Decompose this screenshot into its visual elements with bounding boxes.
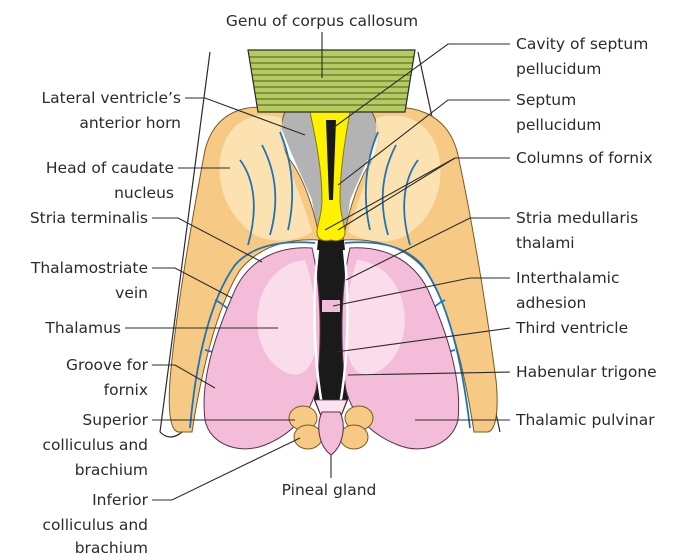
label-thalamostriate-1: Thalamostriate xyxy=(30,259,148,277)
label-thalamostriate-2: vein xyxy=(115,284,148,302)
label-head-caudate-2: nucleus xyxy=(114,184,174,202)
label-genu: Genu of corpus callosum xyxy=(226,12,418,30)
label-interthalamic-2: adhesion xyxy=(516,294,586,312)
label-superior-colliculus-3: brachium xyxy=(75,461,148,479)
label-thalamus: Thalamus xyxy=(44,319,121,337)
label-inferior-colliculus-3: brachium xyxy=(75,539,148,556)
label-cavity-septum-1: Cavity of septum xyxy=(516,35,648,53)
label-superior-colliculus-2: colliculus and xyxy=(42,436,148,454)
label-columns-fornix: Columns of fornix xyxy=(516,149,653,167)
pineal-gland xyxy=(319,412,343,455)
label-stria-terminalis: Stria terminalis xyxy=(30,209,148,227)
label-superior-colliculus-1: Superior xyxy=(82,411,148,429)
label-stria-medullaris-2: thalami xyxy=(516,234,575,252)
label-lateral-ventricle-1: Lateral ventricle’s xyxy=(41,89,181,107)
label-stria-medullaris-1: Stria medullaris xyxy=(516,209,638,227)
label-lateral-ventricle-2: anterior horn xyxy=(79,114,181,132)
label-third-ventricle: Third ventricle xyxy=(515,319,628,337)
label-inferior-colliculus-1: Inferior xyxy=(92,491,149,509)
interthalamic-adhesion xyxy=(322,300,340,312)
label-inferior-colliculus-2: colliculus and xyxy=(42,516,148,534)
label-pineal-gland: Pineal gland xyxy=(282,481,377,499)
label-habenular-trigone: Habenular trigone xyxy=(516,363,657,381)
label-groove-fornix-2: fornix xyxy=(104,381,148,399)
label-head-caudate-1: Head of caudate xyxy=(46,159,174,177)
genu-of-corpus-callosum xyxy=(248,50,415,112)
label-septum-pellucidum-1: Septum xyxy=(516,91,576,109)
label-thalamic-pulvinar: Thalamic pulvinar xyxy=(515,411,655,429)
label-septum-pellucidum-2: pellucidum xyxy=(516,116,601,134)
label-cavity-septum-2: pellucidum xyxy=(516,60,601,78)
label-interthalamic-1: Interthalamic xyxy=(516,269,620,287)
label-groove-fornix-1: Groove for xyxy=(66,356,149,374)
